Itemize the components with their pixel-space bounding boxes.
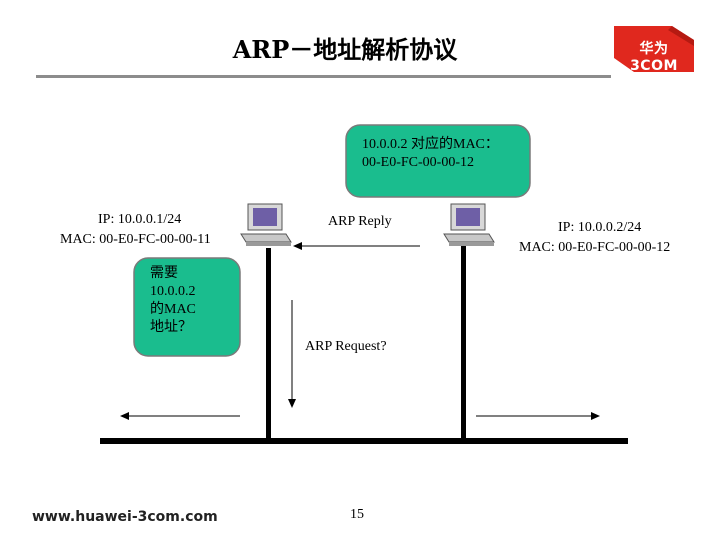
page-title: ARP－地址解析协议 bbox=[232, 35, 458, 64]
right-computer-icon bbox=[443, 203, 495, 246]
reply-callout-line2: 00-E0-FC-00-00-12 bbox=[362, 155, 474, 170]
company-logo: 华为 3COM bbox=[614, 26, 694, 74]
page-number: 15 bbox=[350, 507, 364, 522]
reply-callout-line1: 10.0.0.2 对应的MAC： bbox=[362, 137, 499, 152]
right-host-ip: IP: 10.0.0.2/24 bbox=[558, 220, 642, 235]
reply-callout-text: 10.0.0.2 对应的MAC： 00-E0-FC-00-00-12 bbox=[362, 136, 499, 172]
request-down-arrow bbox=[288, 300, 296, 408]
left-host-mac: MAC: 00-E0-FC-00-00-11 bbox=[60, 232, 211, 247]
logo-shape-icon bbox=[614, 26, 694, 72]
request-callout-line2: 10.0.0.2 bbox=[150, 284, 196, 299]
request-callout bbox=[133, 257, 241, 357]
arp-reply-label: ARP Reply bbox=[328, 214, 392, 229]
request-callout-line1: 需要 bbox=[150, 266, 178, 281]
request-callout-text: 需要 10.0.0.2 的MAC 地址？ bbox=[150, 265, 196, 337]
title-divider bbox=[36, 75, 611, 78]
left-computer-icon bbox=[240, 203, 292, 246]
left-broadcast-arrow bbox=[120, 412, 240, 420]
right-broadcast-arrow bbox=[476, 412, 600, 420]
arp-request-label: ARP Request? bbox=[305, 339, 387, 354]
right-host-link bbox=[461, 240, 466, 440]
left-host-link bbox=[266, 248, 271, 440]
right-host-mac: MAC: 00-E0-FC-00-00-12 bbox=[519, 240, 671, 255]
logo-text: 华为 3COM bbox=[630, 41, 678, 74]
arp-reply-arrow bbox=[293, 242, 420, 250]
footer-url: www.huawei-3com.com bbox=[32, 509, 218, 525]
left-host-ip: IP: 10.0.0.1/24 bbox=[98, 212, 182, 227]
request-callout-line4: 地址？ bbox=[150, 320, 192, 335]
ethernet-bus bbox=[100, 438, 628, 444]
reply-callout bbox=[345, 124, 531, 198]
request-callout-line3: 的MAC bbox=[150, 302, 196, 317]
